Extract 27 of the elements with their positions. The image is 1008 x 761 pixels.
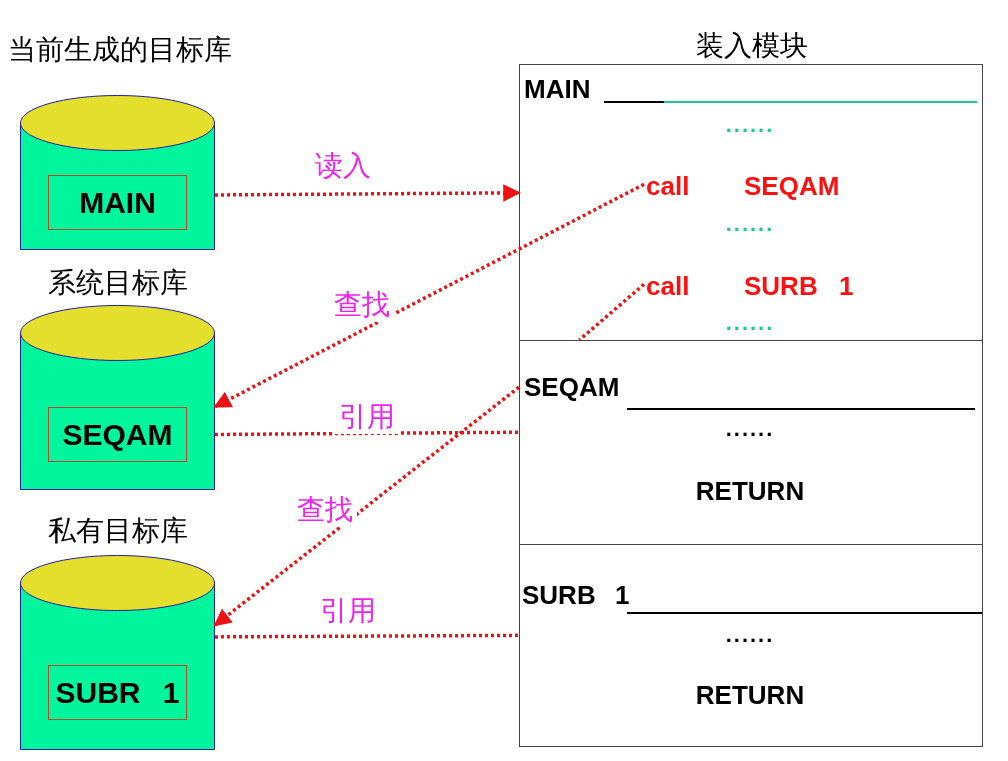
module-box: SEQAM (48, 407, 187, 462)
code-section (519, 544, 983, 747)
module-heading: 装入模块 (695, 29, 809, 63)
module-box: MAIN (48, 175, 187, 230)
dotted-arrow (215, 184, 521, 202)
code-text: ...... (724, 111, 776, 139)
dotted-arrow (213, 385, 521, 627)
call-target: SURB 1 (744, 270, 854, 303)
library-heading: 系统目标库 (46, 266, 189, 300)
dotted-arrow (213, 182, 645, 409)
section-label: SURB 1 (522, 579, 630, 611)
code-section (519, 64, 983, 341)
code-section (519, 340, 983, 545)
section-label: SEQAM (524, 371, 620, 403)
code-text: ...... (724, 210, 776, 238)
code-text: ...... (724, 621, 776, 649)
call-keyword: call (646, 270, 690, 303)
code-text: RETURN (694, 679, 806, 711)
module-box: SUBR 1 (48, 665, 187, 720)
code-text: RETURN (694, 475, 806, 507)
code-text: ...... (724, 309, 776, 337)
section-label: MAIN (524, 73, 591, 105)
call-target: SEQAM (744, 170, 840, 203)
library-heading: 私有目标库 (46, 514, 189, 548)
call-keyword: call (646, 170, 690, 203)
library-heading: 当前生成的目标库 (8, 33, 233, 67)
code-text: ...... (724, 415, 776, 443)
